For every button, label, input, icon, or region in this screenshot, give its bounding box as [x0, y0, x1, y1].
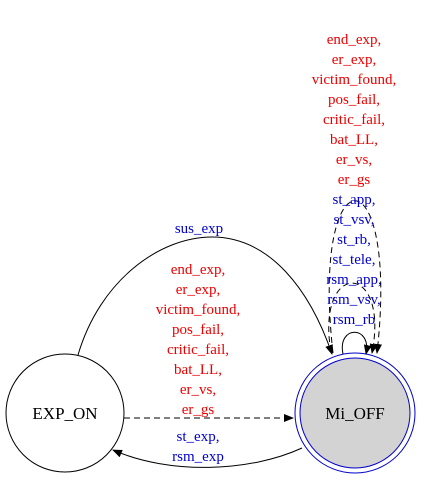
middle-label-line: er_vs, [180, 382, 216, 398]
self-loop-blue-label: st_app, st_vsv, st_rb, st_tele, rsm_app,… [326, 192, 381, 328]
self-loop-dashed-outer [328, 200, 382, 354]
self-loop-red-label: end_exp, er_exp, victim_found, pos_fail,… [312, 32, 397, 188]
self-red-line: pos_fail, [328, 92, 380, 108]
edge-top-arc [77, 236, 333, 356]
self-blue-line: rsm_app, [326, 272, 381, 288]
self-loop-dashed-inner [328, 282, 378, 354]
edge-bottom [112, 447, 303, 468]
self-red-line: er_vs, [336, 152, 372, 168]
self-red-line: victim_found, [312, 72, 397, 88]
self-red-line: er_gs [338, 172, 371, 188]
middle-label-line: end_exp, [171, 262, 226, 278]
node-exp-on[interactable]: EXP_ON [5, 353, 125, 473]
bottom-label-line: st_exp, [177, 429, 220, 445]
self-blue-line: st_app, [333, 192, 376, 208]
middle-label-line: bat_LL, [174, 362, 222, 378]
self-blue-line: st_tele, [333, 252, 376, 268]
middle-label-line: pos_fail, [172, 322, 224, 338]
self-blue-line: st_vsv, [333, 212, 374, 228]
self-red-line: critic_fail, [323, 112, 385, 128]
self-loop-solid [341, 331, 372, 355]
node-mi-off[interactable]: Mi_OFF [294, 352, 416, 474]
middle-label-line: victim_found, [156, 302, 241, 318]
edge-middle-label: end_exp, er_exp, victim_found, pos_fail,… [156, 262, 241, 418]
middle-label-line: er_exp, [176, 282, 221, 298]
middle-label-line: critic_fail, [167, 342, 229, 358]
self-blue-line: rsm_rb [333, 312, 376, 328]
bottom-label-line: rsm_exp [172, 449, 224, 465]
edge-top-arc-label: sus_exp [175, 221, 223, 237]
self-blue-line: st_rb, [337, 232, 371, 248]
node-mi-off-label: Mi_OFF [325, 404, 385, 423]
node-exp-on-label: EXP_ON [32, 404, 97, 423]
self-red-line: er_exp, [332, 52, 377, 68]
self-red-line: bat_LL, [330, 132, 378, 148]
middle-label-line: er_gs [182, 402, 215, 418]
self-blue-line: rsm_vsv, [327, 292, 381, 308]
self-red-line: end_exp, [327, 32, 382, 48]
edge-bottom-label: st_exp, rsm_exp [172, 429, 224, 465]
